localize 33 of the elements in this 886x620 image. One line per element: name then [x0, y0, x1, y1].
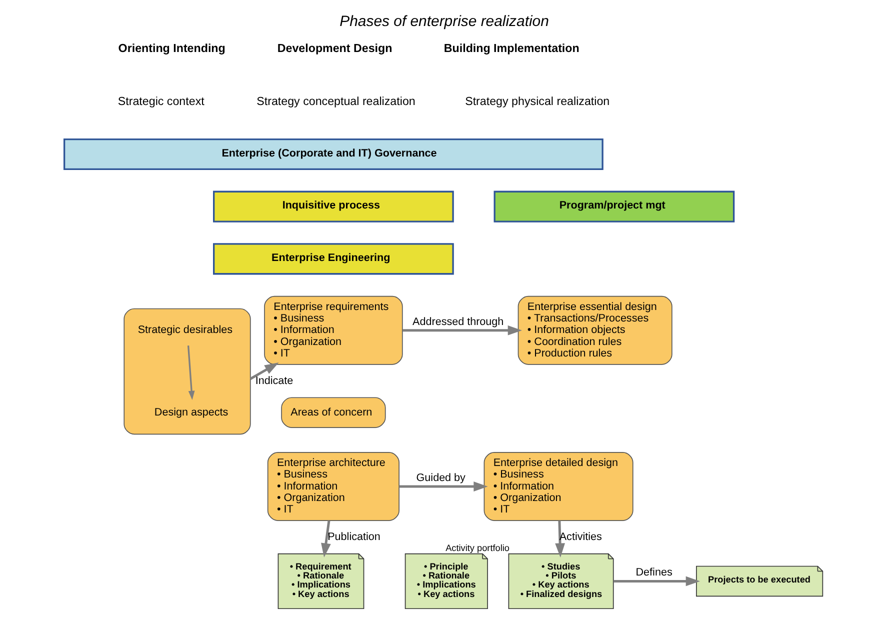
arrow — [398, 482, 488, 492]
node-box: Enterprise essential design • Transactions/Processes • Information objects • Coordination rules • Production rules — [517, 296, 672, 365]
node-box: Enterprise architecture • Business • Information • Organization • IT — [266, 452, 399, 521]
node-box: Areas of concern — [280, 397, 386, 428]
label: Building Implementation — [443, 42, 579, 55]
arrow — [249, 362, 278, 380]
edge-label: Defines — [635, 566, 672, 579]
node-box: Enterprise requirements • Business • Information • Organization • IT — [264, 296, 402, 365]
node-box: Enterprise detailed design • Business • Information • Organization • IT — [483, 452, 633, 521]
node-text: Strategic desirables — [137, 324, 232, 336]
edge-label: Publication — [327, 531, 380, 543]
node-box: Enterprise (Corporate and IT) Governance — [63, 138, 603, 170]
node-label: Activity portfolio — [445, 543, 509, 554]
label: Development Design — [276, 42, 392, 55]
label: Strategy physical realization — [464, 95, 610, 108]
arrow — [320, 520, 330, 558]
edge-label: Activities — [558, 531, 602, 543]
node-text: Design aspects — [154, 406, 228, 418]
node-box: Enterprise Engineering — [212, 243, 454, 275]
node-box: Inquisitive process — [212, 190, 454, 222]
arrow — [186, 346, 194, 400]
edge-label: Addressed through — [412, 316, 504, 328]
arrow — [554, 520, 564, 558]
arrow — [612, 576, 700, 586]
label: Strategy conceptual realization — [256, 95, 415, 108]
label: Strategic context — [117, 95, 204, 108]
label: Orienting Intending — [118, 42, 225, 55]
arrow — [402, 325, 522, 336]
edge-label: Indicate — [254, 374, 293, 387]
diagram-title: Phases of enterprise realization — [339, 12, 548, 30]
cluster — [123, 308, 250, 435]
node-box: Program/project mgt — [493, 190, 734, 222]
edge-label: Guided by — [416, 472, 465, 484]
